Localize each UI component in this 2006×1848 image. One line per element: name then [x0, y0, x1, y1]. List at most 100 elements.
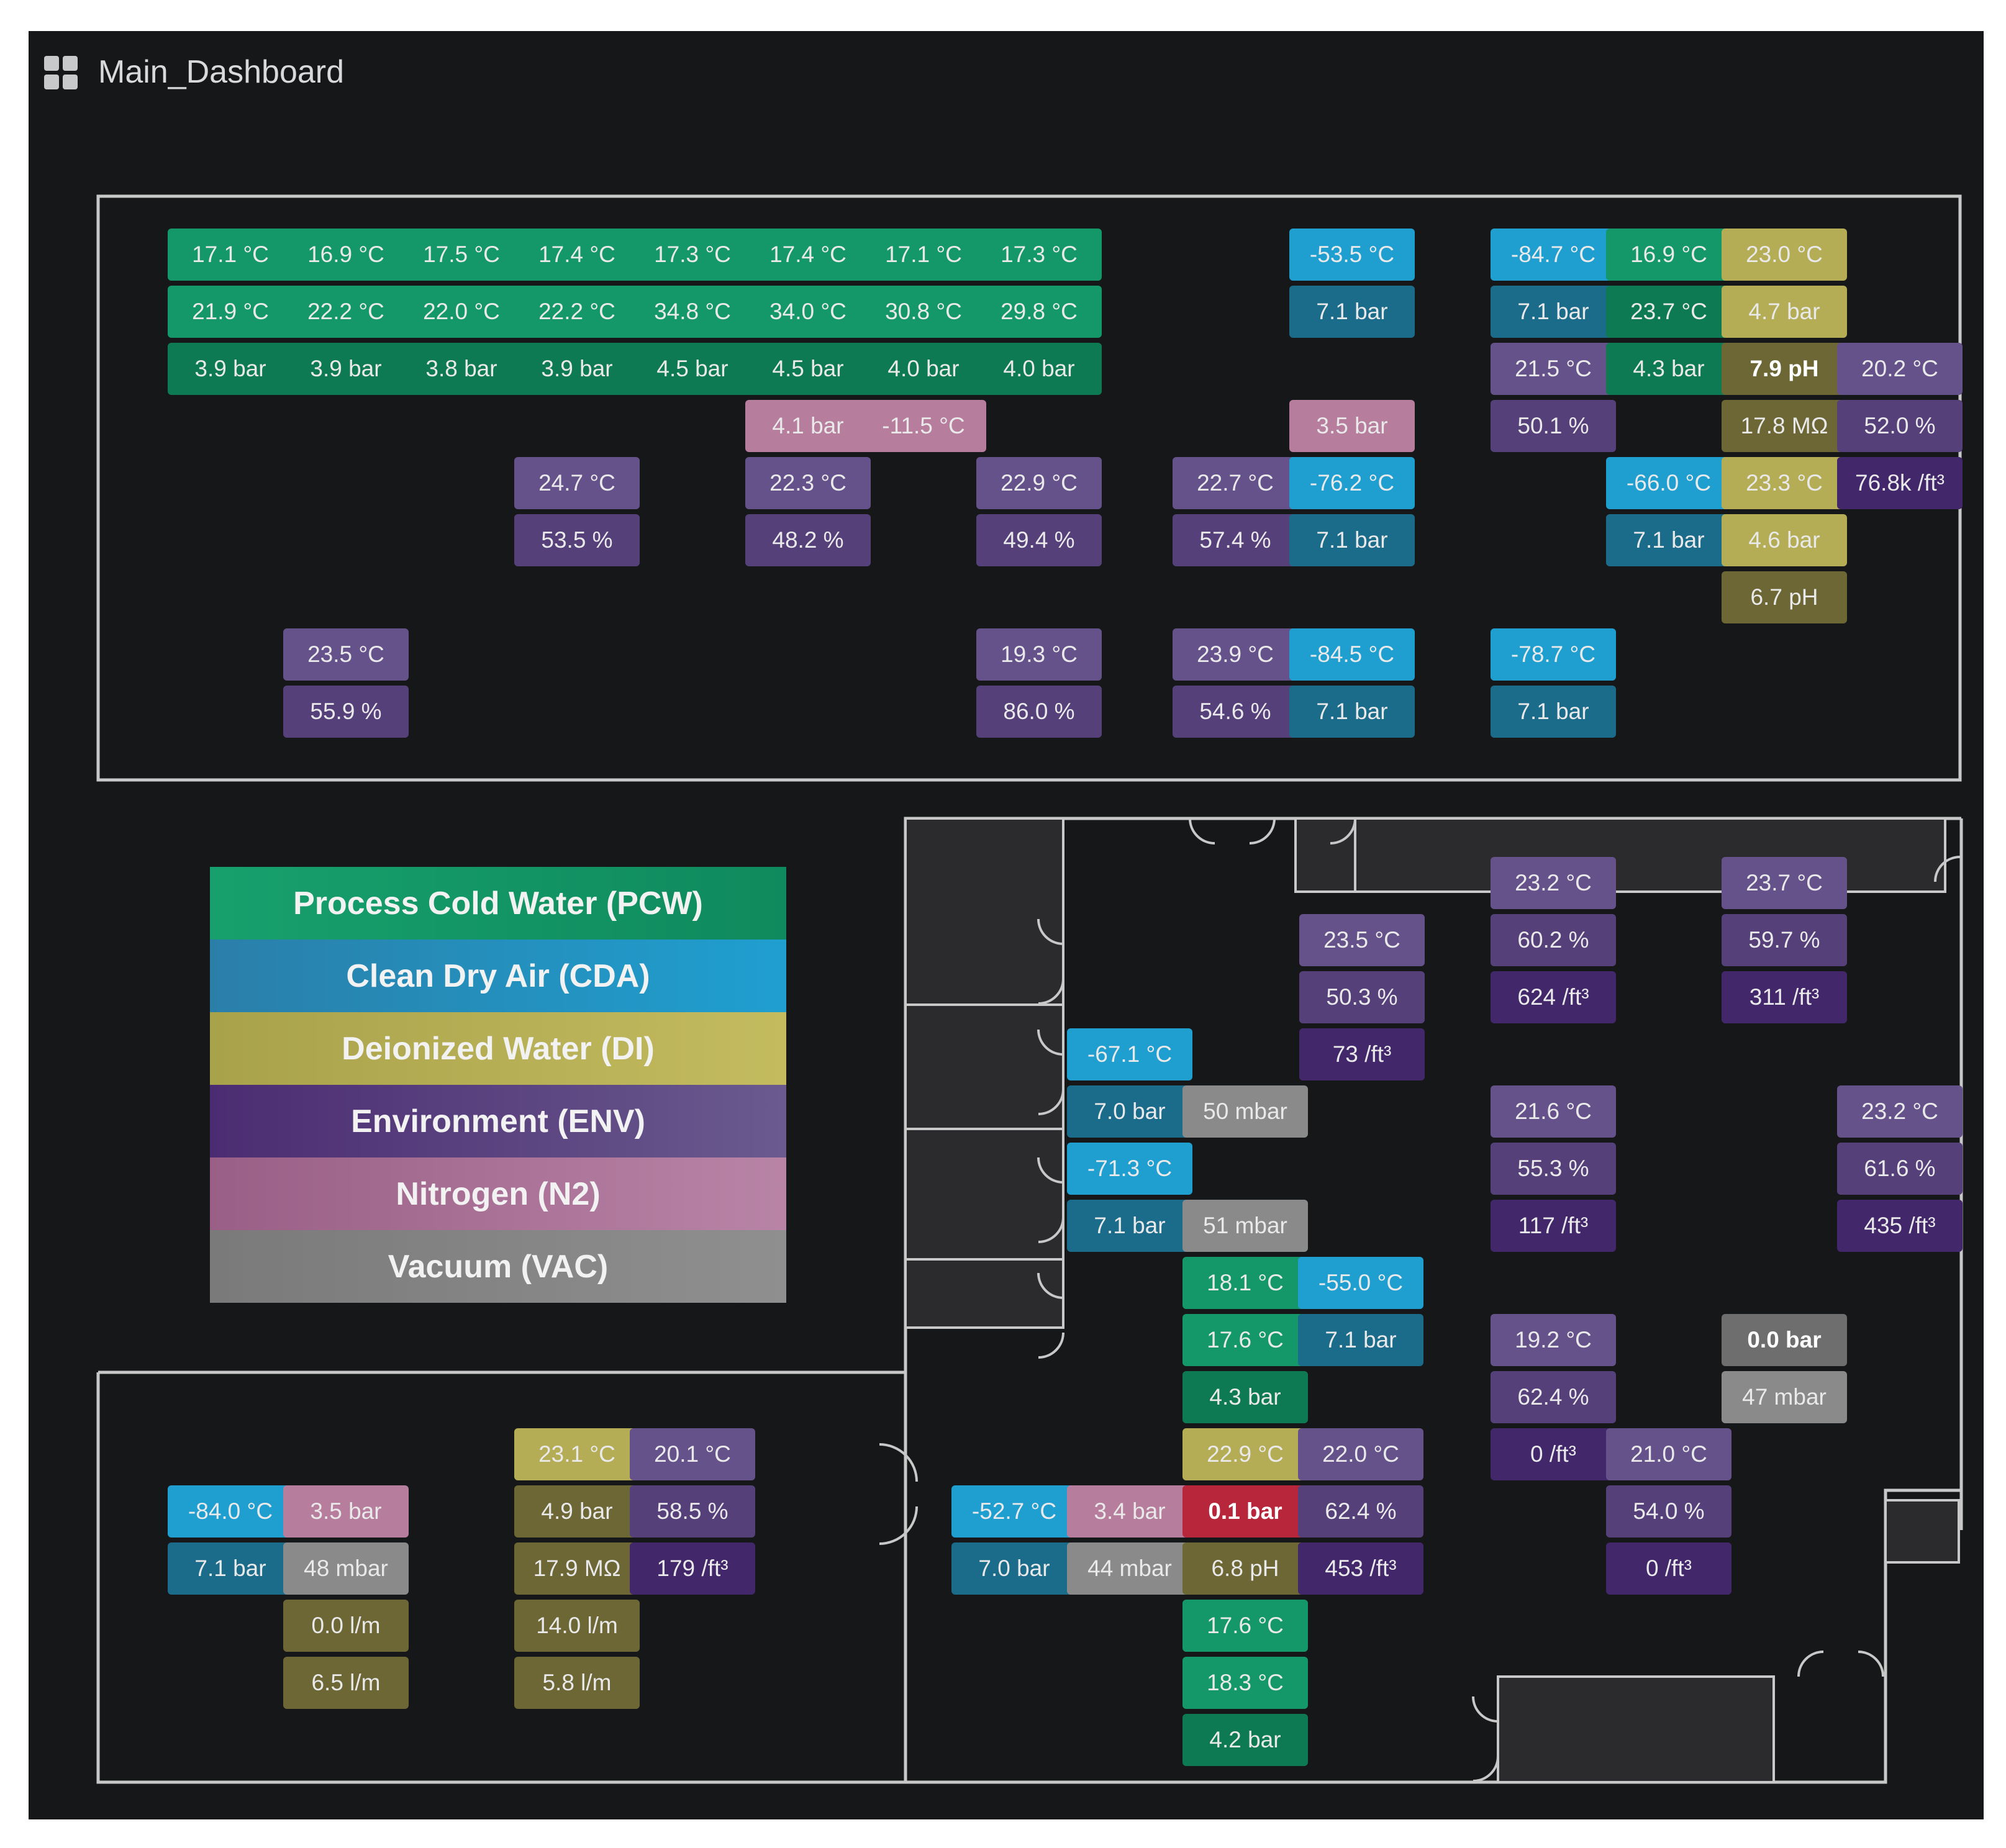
sensor-tile[interactable]: 49.4 % — [976, 514, 1102, 566]
sensor-tile[interactable]: 23.5 °C — [1299, 914, 1425, 966]
sensor-tile[interactable]: 7.9 pH — [1722, 343, 1847, 395]
sensor-tile[interactable]: 4.0 bar — [861, 343, 986, 395]
sensor-tile[interactable]: 22.0 °C — [1298, 1428, 1423, 1480]
sensor-tile[interactable]: 20.1 °C — [630, 1428, 755, 1480]
sensor-tile[interactable]: 21.9 °C — [168, 286, 293, 338]
sensor-tile[interactable]: 7.1 bar — [1491, 286, 1616, 338]
sensor-tile-alarm[interactable]: 0.1 bar — [1182, 1485, 1308, 1538]
sensor-tile[interactable]: 4.7 bar — [1722, 286, 1847, 338]
sensor-tile[interactable]: 22.9 °C — [976, 457, 1102, 509]
sensor-tile[interactable]: -52.7 °C — [951, 1485, 1077, 1538]
sensor-tile[interactable]: 4.3 bar — [1182, 1371, 1308, 1423]
sensor-tile[interactable]: -11.5 °C — [861, 400, 986, 452]
sensor-tile[interactable]: 6.7 pH — [1722, 571, 1847, 623]
sensor-tile[interactable]: 62.4 % — [1298, 1485, 1423, 1538]
sensor-tile[interactable]: 23.7 °C — [1606, 286, 1731, 338]
sensor-tile[interactable]: 23.7 °C — [1722, 857, 1847, 909]
sensor-tile[interactable]: 55.9 % — [283, 686, 409, 738]
sensor-tile[interactable]: 22.2 °C — [514, 286, 640, 338]
sensor-tile[interactable]: 86.0 % — [976, 686, 1102, 738]
sensor-tile[interactable]: 7.1 bar — [1491, 686, 1616, 738]
sensor-tile[interactable]: 17.3 °C — [630, 229, 755, 281]
sensor-tile[interactable]: -55.0 °C — [1298, 1257, 1423, 1309]
sensor-tile[interactable]: 23.3 °C — [1722, 457, 1847, 509]
sensor-tile[interactable]: -66.0 °C — [1606, 457, 1731, 509]
sensor-tile[interactable]: 23.5 °C — [283, 628, 409, 681]
dashboard-title[interactable]: Main_Dashboard — [98, 54, 345, 90]
sensor-tile[interactable]: 0 /ft³ — [1491, 1428, 1616, 1480]
sensor-tile[interactable]: 23.2 °C — [1491, 857, 1616, 909]
sensor-tile[interactable]: -84.0 °C — [168, 1485, 293, 1538]
sensor-tile[interactable]: 6.8 pH — [1182, 1542, 1308, 1595]
sensor-tile[interactable]: 17.4 °C — [745, 229, 871, 281]
sensor-tile[interactable]: -84.7 °C — [1491, 229, 1616, 281]
sensor-tile[interactable]: 3.9 bar — [514, 343, 640, 395]
sensor-tile[interactable]: 23.0 °C — [1722, 229, 1847, 281]
sensor-tile[interactable]: -84.5 °C — [1289, 628, 1415, 681]
sensor-tile[interactable]: 47 mbar — [1722, 1371, 1847, 1423]
sensor-tile[interactable]: 3.9 bar — [168, 343, 293, 395]
sensor-tile[interactable]: 17.6 °C — [1182, 1314, 1308, 1366]
sensor-tile[interactable]: 17.6 °C — [1182, 1600, 1308, 1652]
sensor-tile[interactable]: -53.5 °C — [1289, 229, 1415, 281]
sensor-tile[interactable]: 34.8 °C — [630, 286, 755, 338]
sensor-tile[interactable]: 3.5 bar — [1289, 400, 1415, 452]
sensor-tile[interactable]: 76.8k /ft³ — [1837, 457, 1963, 509]
sensor-tile[interactable]: 4.2 bar — [1182, 1714, 1308, 1766]
sensor-tile[interactable]: 73 /ft³ — [1299, 1028, 1425, 1080]
sensor-tile[interactable]: 17.1 °C — [861, 229, 986, 281]
sensor-tile[interactable]: 24.7 °C — [514, 457, 640, 509]
sensor-tile[interactable]: 3.4 bar — [1067, 1485, 1192, 1538]
sensor-tile[interactable]: 23.9 °C — [1173, 628, 1298, 681]
sensor-tile[interactable]: 20.2 °C — [1837, 343, 1963, 395]
sensor-tile[interactable]: -76.2 °C — [1289, 457, 1415, 509]
sensor-tile[interactable]: 54.0 % — [1606, 1485, 1731, 1538]
sensor-tile[interactable]: 21.5 °C — [1491, 343, 1616, 395]
sensor-tile[interactable]: 18.1 °C — [1182, 1257, 1308, 1309]
sensor-tile[interactable]: 17.4 °C — [514, 229, 640, 281]
sensor-tile[interactable]: 7.0 bar — [951, 1542, 1077, 1595]
sensor-tile[interactable]: 62.4 % — [1491, 1371, 1616, 1423]
sensor-tile[interactable]: 30.8 °C — [861, 286, 986, 338]
sensor-tile[interactable]: 19.3 °C — [976, 628, 1102, 681]
sensor-tile[interactable]: 48.2 % — [745, 514, 871, 566]
sensor-tile[interactable]: 22.9 °C — [1182, 1428, 1308, 1480]
sensor-tile[interactable]: 22.3 °C — [745, 457, 871, 509]
sensor-tile[interactable]: 17.9 MΩ — [514, 1542, 640, 1595]
sensor-tile[interactable]: 48 mbar — [283, 1542, 409, 1595]
sensor-tile[interactable]: 311 /ft³ — [1722, 971, 1847, 1023]
sensor-tile[interactable]: 14.0 l/m — [514, 1600, 640, 1652]
sensor-tile[interactable]: 22.0 °C — [399, 286, 524, 338]
sensor-tile[interactable]: -71.3 °C — [1067, 1143, 1192, 1195]
sensor-tile[interactable]: 17.3 °C — [976, 229, 1102, 281]
sensor-tile[interactable]: 7.0 bar — [1067, 1085, 1192, 1138]
sensor-tile[interactable]: 7.1 bar — [1289, 686, 1415, 738]
sensor-tile[interactable]: 179 /ft³ — [630, 1542, 755, 1595]
sensor-tile[interactable]: 50.1 % — [1491, 400, 1616, 452]
sensor-tile[interactable]: 55.3 % — [1491, 1143, 1616, 1195]
sensor-tile[interactable]: 0.0 l/m — [283, 1600, 409, 1652]
sensor-tile[interactable]: 60.2 % — [1491, 914, 1616, 966]
sensor-tile[interactable]: 7.1 bar — [168, 1542, 293, 1595]
sensor-tile[interactable]: 4.6 bar — [1722, 514, 1847, 566]
sensor-tile[interactable]: 18.3 °C — [1182, 1657, 1308, 1709]
sensor-tile[interactable]: 6.5 l/m — [283, 1657, 409, 1709]
sensor-tile[interactable]: 44 mbar — [1067, 1542, 1192, 1595]
sensor-tile[interactable]: 7.1 bar — [1298, 1314, 1423, 1366]
sensor-tile[interactable]: 21.0 °C — [1606, 1428, 1731, 1480]
sensor-tile[interactable]: 17.1 °C — [168, 229, 293, 281]
sensor-tile[interactable]: 17.5 °C — [399, 229, 524, 281]
sensor-tile[interactable]: 58.5 % — [630, 1485, 755, 1538]
sensor-tile[interactable]: 50.3 % — [1299, 971, 1425, 1023]
sensor-tile[interactable]: 57.4 % — [1173, 514, 1298, 566]
sensor-tile[interactable]: 3.8 bar — [399, 343, 524, 395]
sensor-tile[interactable]: 19.2 °C — [1491, 1314, 1616, 1366]
sensor-tile[interactable]: -78.7 °C — [1491, 628, 1616, 681]
sensor-tile[interactable]: 21.6 °C — [1491, 1085, 1616, 1138]
sensor-tile[interactable]: 22.7 °C — [1173, 457, 1298, 509]
sensor-tile[interactable]: 23.2 °C — [1837, 1085, 1963, 1138]
sensor-tile[interactable]: 23.1 °C — [514, 1428, 640, 1480]
sensor-tile[interactable]: 117 /ft³ — [1491, 1200, 1616, 1252]
sensor-tile[interactable]: 4.0 bar — [976, 343, 1102, 395]
sensor-tile[interactable]: 54.6 % — [1173, 686, 1298, 738]
